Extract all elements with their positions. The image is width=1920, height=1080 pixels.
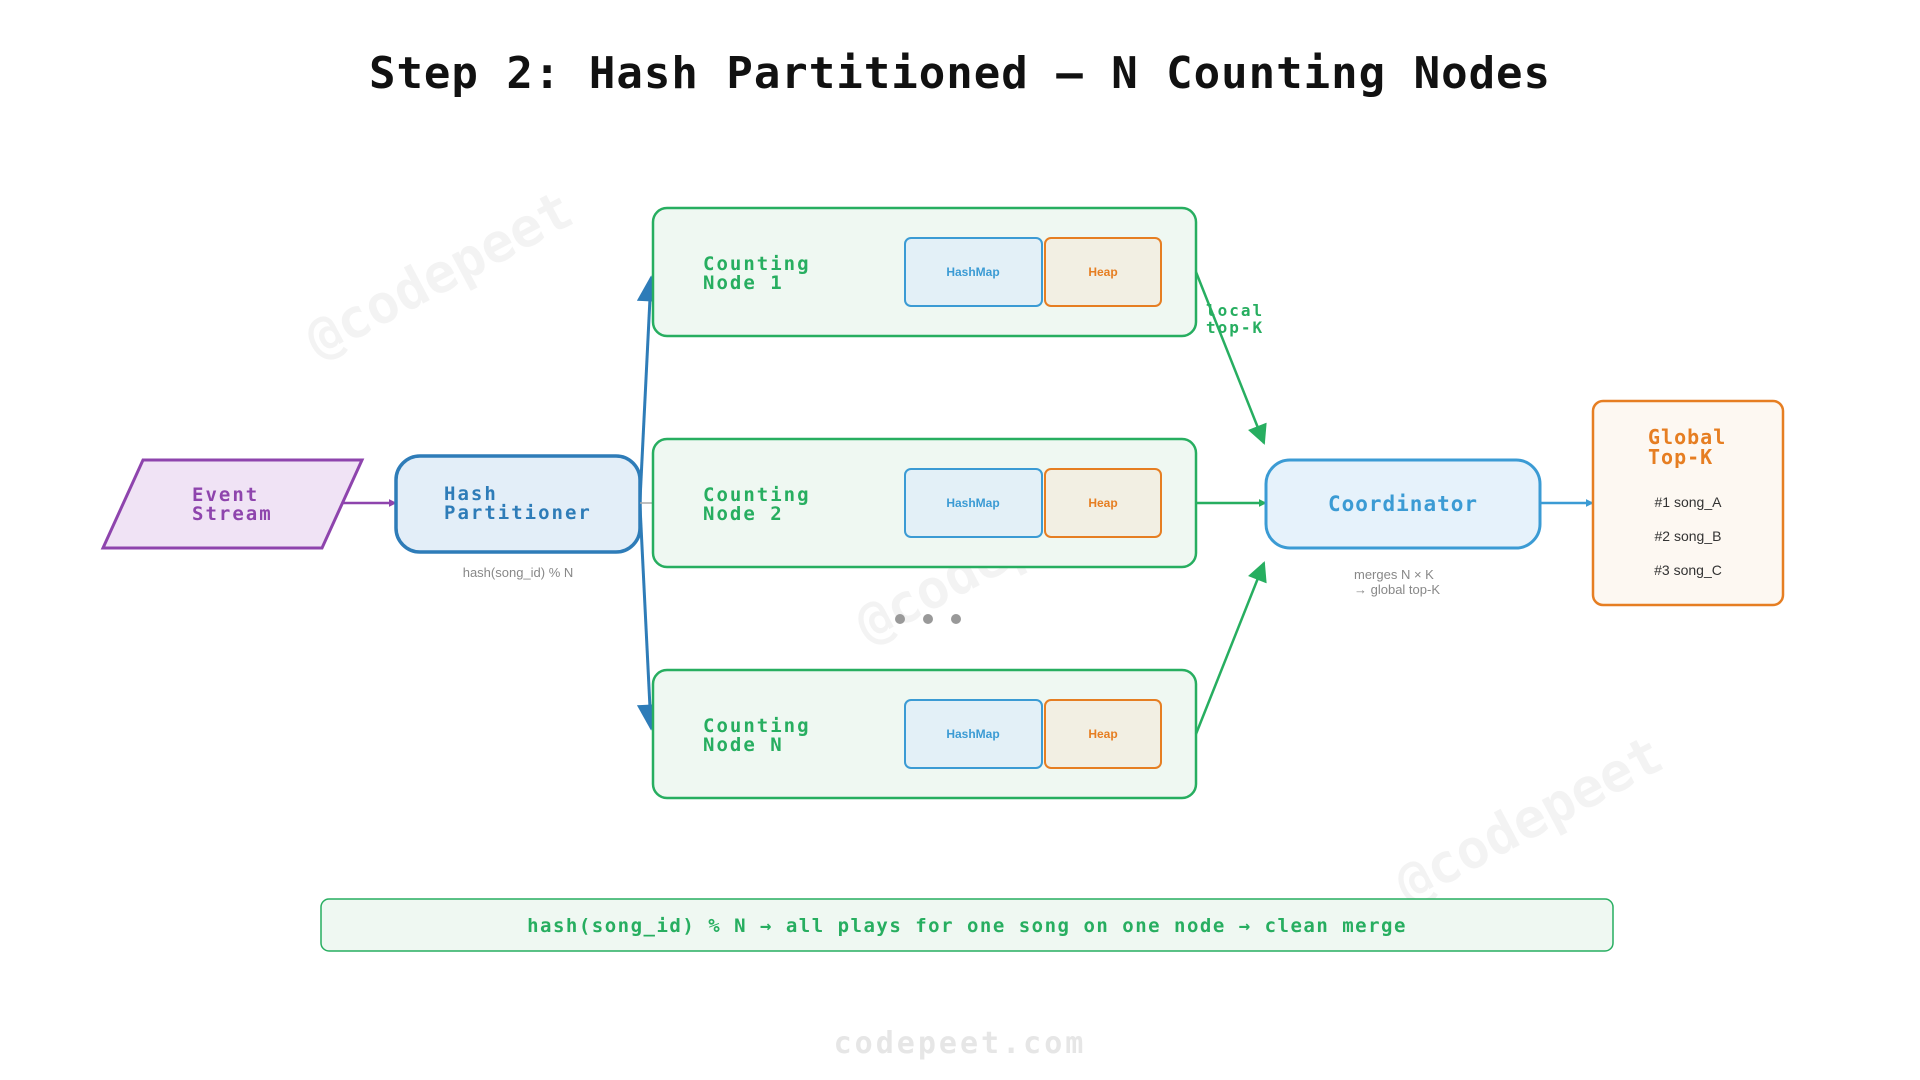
more-nodes-ellipsis [895, 614, 961, 624]
global-topk-item: #2 song_B [1655, 528, 1722, 544]
global-topk-item: #3 song_C [1654, 562, 1722, 578]
counting-node-n-label-1: Counting [703, 715, 811, 737]
hash-partitioner-node: Hash Partitioner hash(song_id) % N [394, 454, 642, 580]
arrow-partitioner-to-node-1 [636, 275, 663, 501]
hash-partitioner-box [394, 454, 642, 554]
heap-box [1044, 699, 1162, 769]
page-title: Step 2: Hash Partitioned — N Counting No… [368, 48, 1552, 99]
ellipsis-dot [923, 614, 933, 624]
coordinator-caption-1: merges N × K [1354, 567, 1434, 582]
coordinator-label: Coordinator [1328, 492, 1478, 516]
heap-box [1044, 468, 1162, 538]
event-stream-label-2: Stream [192, 503, 273, 525]
hashmap-label: HashMap [946, 496, 999, 510]
bottom-note-box [320, 898, 1614, 952]
counting-node-1-label-1: Counting [703, 253, 811, 275]
hash-partitioner-caption: hash(song_id) % N [463, 565, 574, 580]
hashmap-box [904, 468, 1043, 538]
arrow-partitioner-to-node-n [636, 505, 663, 731]
arrow-node-1-to-coordinator [1194, 271, 1267, 445]
heap-label: Heap [1088, 727, 1117, 741]
hash-partitioner-label-1: Hash [444, 483, 498, 505]
hashmap-box [904, 237, 1043, 307]
event-stream-label-1: Event [192, 484, 259, 506]
event-stream-node: Event Stream [100, 458, 365, 550]
counting-node-2-label-1: Counting [703, 484, 811, 506]
hashmap-label: HashMap [946, 727, 999, 741]
global-topk-label-1: Global [1648, 425, 1726, 449]
heap-box [1044, 237, 1162, 307]
arrow-node-n-to-coordinator [1194, 561, 1267, 735]
global-topk-item: #1 song_A [1655, 494, 1723, 510]
coordinator-node: Coordinator merges N × K → global top-K [1264, 458, 1542, 597]
hash-partitioner-label-2: Partitioner [444, 502, 592, 524]
local-topk-label-2: top-K [1206, 318, 1264, 337]
counting-node-2: Counting Node 2 HashMap Heap [651, 437, 1198, 569]
global-topk-node: Global Top-K #1 song_A #2 song_B #3 song… [1591, 399, 1785, 607]
footer-brand: codepeet.com [833, 1026, 1087, 1061]
counting-node-1-label-2: Node 1 [703, 272, 784, 294]
heap-label: Heap [1088, 265, 1117, 279]
hashmap-box [904, 699, 1043, 769]
global-topk-box [1591, 399, 1785, 607]
local-topk-label-1: local [1206, 301, 1264, 320]
bottom-note-banner: hash(song_id) % N → all plays for one so… [320, 898, 1614, 952]
heap-label: Heap [1088, 496, 1117, 510]
counting-node-1: Counting Node 1 HashMap Heap [651, 206, 1198, 338]
ellipsis-dot [951, 614, 961, 624]
counting-node-n-label-2: Node N [703, 734, 784, 756]
bottom-note-text: hash(song_id) % N → all plays for one so… [527, 915, 1407, 937]
ellipsis-dot [895, 614, 905, 624]
counting-node-n: Counting Node N HashMap Heap [651, 668, 1198, 800]
hashmap-label: HashMap [946, 265, 999, 279]
coordinator-caption-2: → global top-K [1354, 582, 1440, 597]
event-stream-shape [100, 458, 365, 550]
counting-node-2-label-2: Node 2 [703, 503, 784, 525]
global-topk-label-2: Top-K [1648, 445, 1713, 469]
